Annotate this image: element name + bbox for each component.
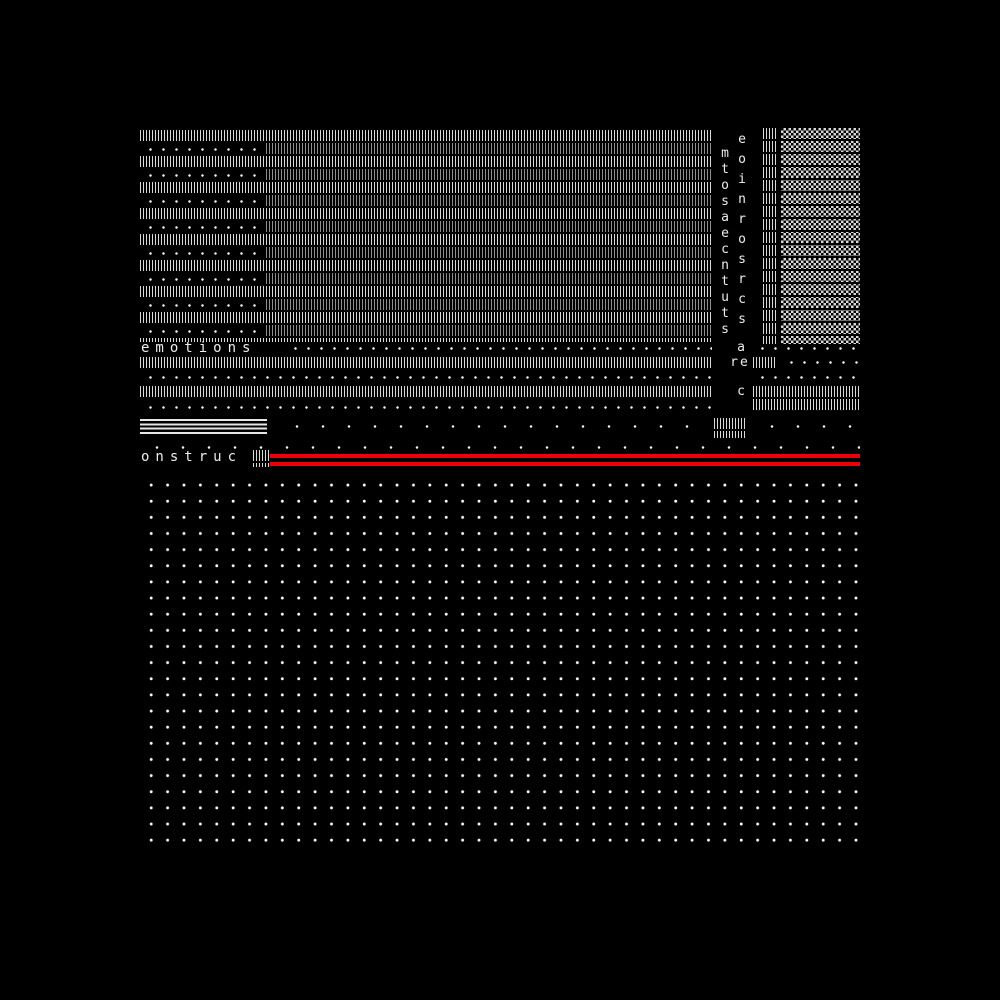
left-dot-row bbox=[140, 325, 266, 338]
mid-letter-re: re bbox=[730, 355, 750, 370]
mid-letter-a: a bbox=[737, 340, 745, 355]
dot-row bbox=[140, 371, 712, 384]
left-dot-row bbox=[140, 169, 266, 182]
vertical-text-strip: m t o s a e c n t u t s e o i n r o s r … bbox=[712, 128, 762, 412]
left-dot-row bbox=[140, 221, 266, 234]
vertical-letters-inner: m t o s a e c n t u t s bbox=[721, 146, 729, 337]
emotions-label: emotions bbox=[141, 340, 257, 356]
sparse-dot-row bbox=[280, 420, 705, 433]
vertical-letters-outer: e o i n r o s r c s bbox=[738, 132, 746, 327]
dot-row bbox=[752, 342, 860, 355]
dot-row bbox=[140, 401, 712, 414]
onstruc-label: onstruc bbox=[141, 449, 243, 465]
stripe-row bbox=[140, 386, 712, 397]
dot-grid-field bbox=[140, 474, 861, 846]
right-stripe-column bbox=[763, 128, 776, 344]
left-dot-row bbox=[140, 143, 266, 156]
stripe-chunk bbox=[753, 357, 776, 368]
sparse-dot-row bbox=[140, 441, 860, 454]
left-dot-row bbox=[140, 247, 266, 260]
cursor-stripe-square bbox=[253, 450, 269, 467]
dot-row bbox=[285, 342, 712, 355]
right-checker-block bbox=[781, 128, 860, 344]
mid-letter-c: c bbox=[737, 384, 745, 399]
small-stripe-chunk bbox=[714, 418, 745, 438]
left-lines-block bbox=[140, 419, 267, 436]
stripe-row bbox=[140, 357, 712, 368]
red-line-bottom bbox=[270, 462, 860, 466]
left-dot-row bbox=[140, 299, 266, 312]
dot-row bbox=[752, 371, 860, 384]
dot-row bbox=[781, 356, 860, 369]
sparse-dot-row bbox=[755, 420, 860, 433]
left-dot-row bbox=[140, 273, 266, 286]
red-line-top bbox=[270, 454, 860, 458]
right-stripe-chunk bbox=[753, 386, 860, 410]
left-dot-row bbox=[140, 195, 266, 208]
